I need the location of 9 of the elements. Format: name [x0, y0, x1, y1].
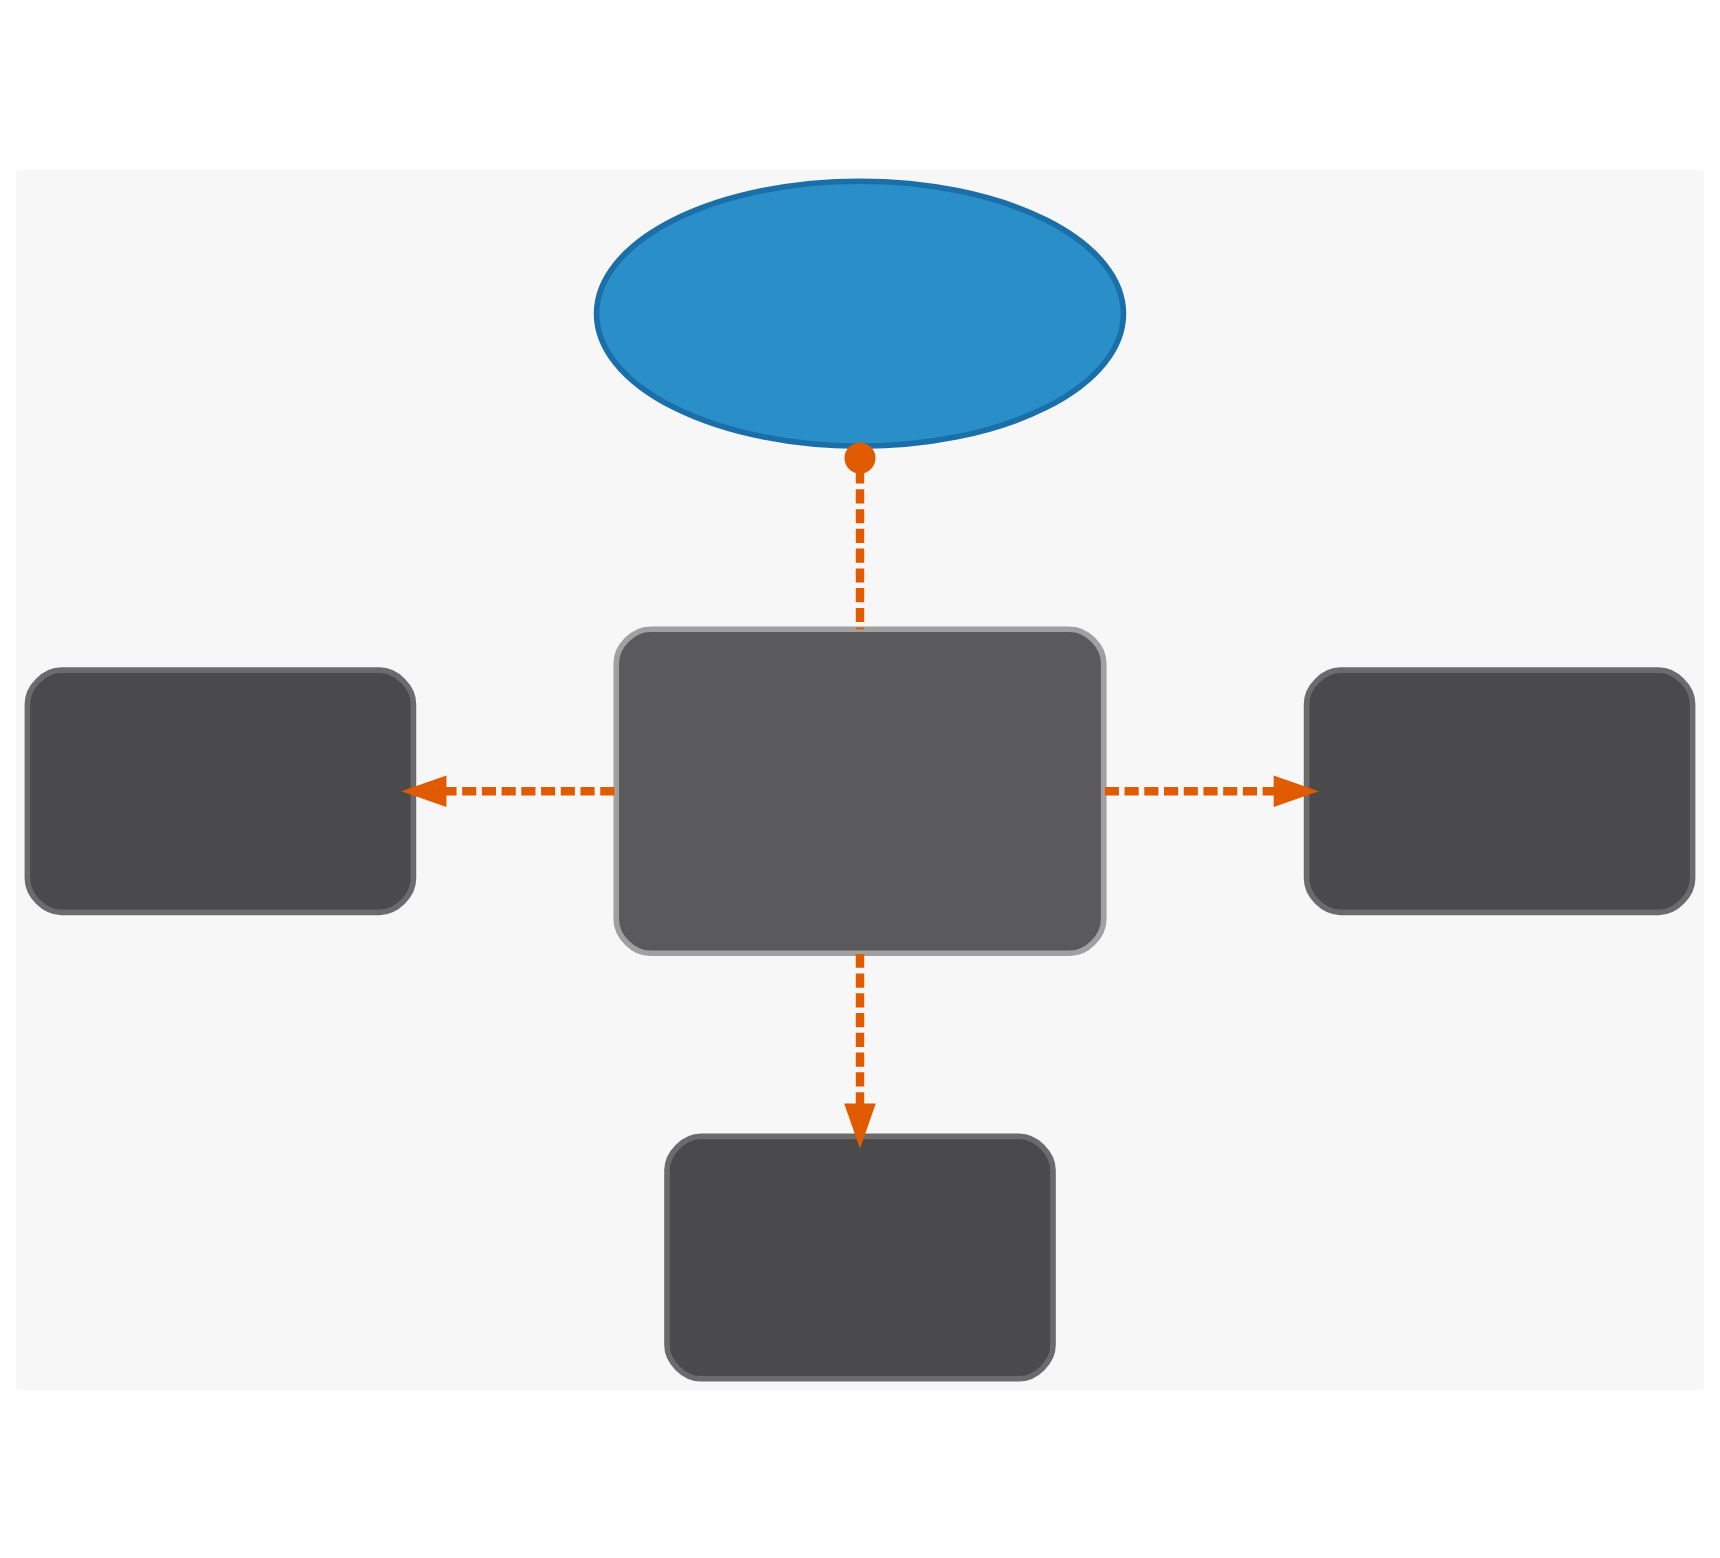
node-cloud: [593, 177, 1127, 448]
arrow: [1104, 774, 1319, 807]
arrow: [401, 774, 617, 807]
connector: [844, 441, 876, 629]
node-box: [664, 1132, 1056, 1381]
node-box: [1303, 666, 1696, 915]
node-box: [24, 666, 417, 915]
node-box: [613, 625, 1107, 956]
arrow: [844, 952, 876, 1148]
